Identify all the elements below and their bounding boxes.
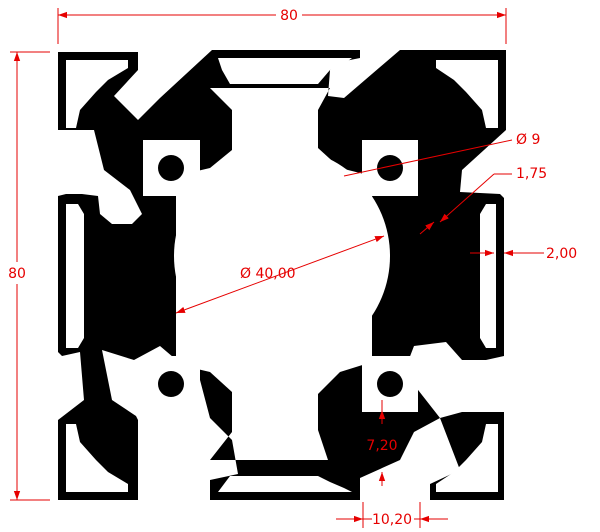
screw-diameter-line (343, 139, 513, 177)
slot-depth-label: 2,00 (546, 246, 577, 262)
width-label: 80 (280, 8, 298, 24)
corner-slot-bottom-left (66, 424, 128, 492)
height-label: 80 (8, 266, 26, 282)
corner-slot-top-right (436, 60, 498, 128)
slot-offset-label: 7,20 (366, 438, 397, 454)
screw-channel-bottom-right (362, 356, 418, 412)
corner-slot-bottom-right (436, 424, 498, 492)
corner-slot-top-left (66, 60, 128, 128)
wall-thickness-line (439, 173, 495, 223)
slot-width-label: 10,20 (372, 512, 412, 528)
bore-diameter-label: Ø 40,00 (240, 266, 296, 282)
side-slot-right (480, 204, 496, 348)
screw-diameter-label: Ø 9 (516, 132, 540, 148)
bottom-slot (218, 476, 352, 492)
center-bore (174, 148, 390, 364)
screw-channel-top-right (362, 140, 418, 196)
screw-channel-bottom-left (143, 356, 200, 412)
bore-diameter-line (175, 235, 385, 314)
dimension-annotations: 80 80 Ø 40,00 Ø 9 1,75 2,00 7,20 (6, 4, 577, 530)
top-slot (218, 58, 352, 84)
side-slot-left (66, 204, 84, 348)
screw-channel-top-left (143, 140, 200, 196)
wall-thickness-label: 1,75 (516, 166, 547, 182)
